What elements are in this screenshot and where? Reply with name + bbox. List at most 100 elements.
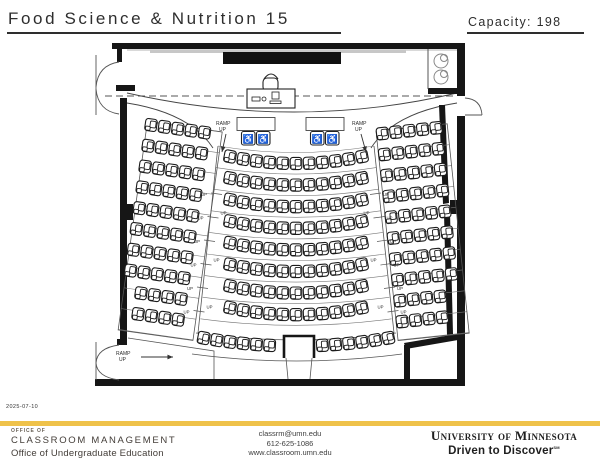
seat bbox=[380, 168, 394, 183]
seat bbox=[433, 162, 448, 177]
seat bbox=[276, 264, 290, 278]
seat bbox=[223, 300, 237, 315]
seat bbox=[236, 195, 251, 210]
seat bbox=[302, 242, 316, 257]
seat bbox=[377, 147, 392, 162]
seat bbox=[388, 251, 403, 266]
seat bbox=[276, 242, 290, 257]
wheelchair-space bbox=[240, 130, 256, 146]
seat bbox=[315, 198, 329, 213]
podium-monitor-base bbox=[269, 100, 282, 104]
seat bbox=[276, 199, 290, 214]
seat bbox=[223, 170, 237, 186]
seat bbox=[289, 243, 303, 257]
seat bbox=[402, 250, 416, 265]
seat bbox=[184, 123, 198, 138]
seat bbox=[174, 291, 188, 306]
seat bbox=[263, 306, 277, 321]
seat bbox=[431, 141, 445, 156]
seat bbox=[236, 238, 251, 253]
seat bbox=[381, 330, 396, 346]
podium bbox=[246, 73, 296, 109]
seat bbox=[417, 270, 432, 284]
footer-office-block: OFFICE OF CLASSROOM MANAGEMENT Office of… bbox=[11, 428, 176, 459]
plan-text: UP bbox=[184, 310, 190, 315]
corner-void-side-wall bbox=[404, 345, 410, 383]
seat bbox=[171, 312, 185, 327]
page-title: Food Science & Nutrition 15 bbox=[8, 9, 290, 28]
seat bbox=[328, 305, 343, 320]
seat bbox=[382, 189, 396, 204]
university-tagline: Driven to DiscoverSM bbox=[448, 445, 560, 457]
seat bbox=[289, 286, 303, 300]
seat bbox=[341, 195, 356, 210]
podium-control bbox=[261, 96, 267, 102]
plan-text: UP bbox=[221, 211, 227, 216]
seat bbox=[302, 264, 316, 278]
plan-text: UP bbox=[401, 310, 407, 315]
footer-bar bbox=[0, 421, 600, 426]
seat bbox=[172, 206, 187, 221]
date-stamp: 2025-07-10 bbox=[6, 404, 39, 410]
seat bbox=[438, 204, 452, 219]
seat bbox=[411, 207, 425, 222]
title-underline bbox=[7, 32, 341, 34]
seat bbox=[422, 185, 436, 199]
seat bbox=[249, 197, 264, 212]
seat bbox=[415, 122, 430, 137]
seat bbox=[315, 306, 329, 321]
seat bbox=[328, 154, 343, 168]
plan-text: UP bbox=[119, 357, 127, 363]
seat bbox=[181, 144, 195, 159]
seat bbox=[166, 248, 181, 263]
plan-text: RAMP bbox=[352, 121, 367, 127]
seat bbox=[263, 338, 277, 353]
seat bbox=[302, 286, 316, 300]
seat bbox=[249, 175, 264, 190]
wheelchair-icon: ♿ bbox=[312, 133, 323, 144]
seat bbox=[163, 269, 178, 284]
seat bbox=[289, 156, 303, 171]
seat bbox=[355, 214, 369, 229]
plan-text: UP bbox=[394, 263, 400, 268]
contact-email: classrm@umn.edu bbox=[258, 429, 322, 438]
plan-text: UP bbox=[371, 258, 377, 263]
seat bbox=[162, 184, 176, 199]
wheelchair-station: ♿♿ bbox=[236, 117, 276, 146]
seat bbox=[147, 288, 162, 303]
seat bbox=[393, 166, 407, 181]
seat bbox=[175, 185, 190, 201]
seat bbox=[142, 223, 157, 238]
wheelchair-icon: ♿ bbox=[258, 133, 269, 144]
podium-keyboard bbox=[251, 96, 261, 102]
seat bbox=[433, 289, 447, 304]
seat bbox=[144, 117, 158, 133]
seat bbox=[355, 300, 369, 315]
plan-text: UP bbox=[390, 239, 396, 244]
seat bbox=[236, 303, 251, 318]
plan-text: UP bbox=[201, 192, 207, 197]
seat bbox=[368, 333, 383, 348]
seat bbox=[263, 198, 277, 213]
door-right bbox=[464, 97, 483, 116]
seat bbox=[418, 143, 432, 158]
seat bbox=[135, 180, 150, 195]
office-of-label: OFFICE OF bbox=[11, 428, 46, 434]
section-left bbox=[123, 117, 212, 327]
seat bbox=[263, 241, 277, 256]
seat bbox=[315, 155, 329, 170]
rear-notch bbox=[282, 334, 316, 358]
seat bbox=[302, 221, 316, 235]
plan-text: UP bbox=[198, 216, 204, 221]
seat bbox=[289, 178, 303, 192]
wheelchair-icon: ♿ bbox=[327, 133, 338, 144]
plan-text: UP bbox=[397, 286, 403, 291]
equipment-closet bbox=[427, 49, 449, 89]
seat bbox=[424, 205, 439, 220]
seat bbox=[249, 218, 264, 233]
seat bbox=[197, 125, 212, 140]
seat bbox=[160, 289, 175, 305]
seat bbox=[191, 167, 206, 182]
